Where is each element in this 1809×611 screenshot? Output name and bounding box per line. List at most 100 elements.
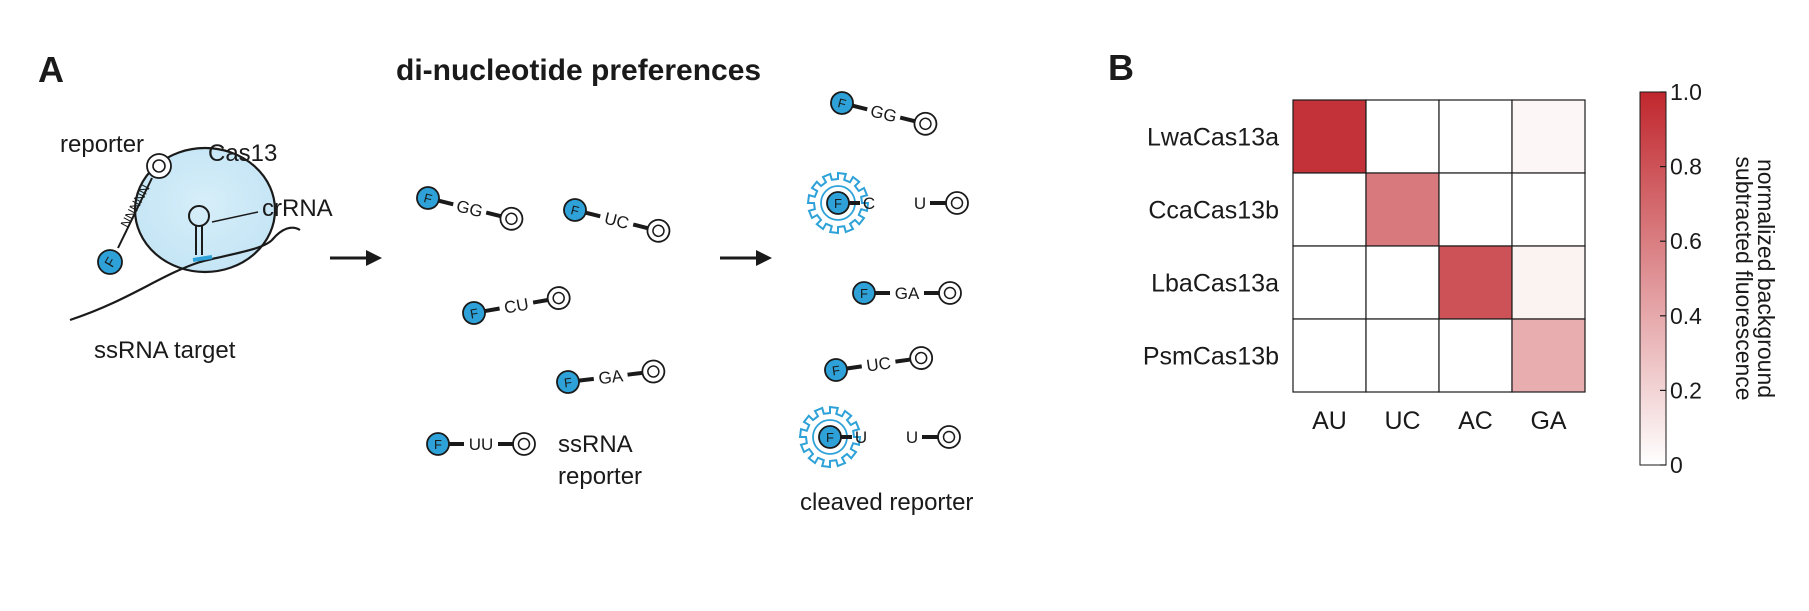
quencher-icon [913,111,938,136]
heatmap-cell [1292,245,1367,320]
heatmap-column-label: GA [1530,407,1566,435]
heatmap-column-label: UC [1384,407,1420,435]
cleaved-fragment-right: U [914,194,926,213]
linker [846,364,863,371]
quencher-icon [937,425,961,449]
reporter-dinucleotide: UU [469,435,494,454]
reporter-dinucleotide: GG [454,196,484,221]
cas13-protein [133,146,277,274]
linker [585,210,601,219]
ssrna-reporter-label-1: ssRNA [558,431,633,458]
heatmap-row-label: LbaCas13a [1151,270,1279,298]
linker [632,222,649,231]
quencher-inner-ring [942,430,956,444]
reporter-backbone [117,177,153,249]
ssrna-target-label: ssRNA target [94,337,236,364]
quencher-inner-ring [517,437,531,451]
colorbar-tick-label: 0.8 [1670,154,1702,180]
quencher-inner-ring [919,117,932,131]
cas13-label: Cas13 [208,140,277,167]
quencher-inner-ring [943,286,957,300]
linker [578,376,595,383]
quencher-icon [945,191,969,215]
linker [485,210,502,219]
quencher-icon [146,153,172,179]
ssrna-reporter-probe: F GA [556,359,666,394]
reporter-dinucleotide: CU [503,295,530,318]
crrna-label: crRNA [262,195,333,222]
heatmap-cell [1438,99,1513,174]
fluorophore-letter: F [826,430,834,445]
heatmap-cell [1438,318,1513,393]
heatmap-column-label: AC [1458,407,1493,435]
colorbar-tick-label: 0.4 [1670,303,1702,329]
fluorophore-letter: F [469,305,479,321]
colorbar-title-line-1: normalized background [1753,159,1779,398]
quencher-icon [938,281,962,305]
quencher-icon [546,286,571,310]
heatmap-row-label: CcaCas13b [1148,197,1279,225]
quencher-inner-ring [950,196,964,210]
colorbar-tick-label: 0.2 [1670,377,1702,403]
quencher-icon [646,218,671,243]
linker [532,298,549,305]
heatmap-row-label: PsmCas13b [1143,343,1279,371]
fluorophore-letter: F [569,202,580,218]
colorbar-tick-label: 1.0 [1670,79,1702,105]
crrna-pointer-line [211,211,259,223]
fluorophore-letter: F [860,286,868,301]
panel-a-label: A [38,49,64,90]
heatmap-cell [1365,99,1440,174]
colorbar-tick-label: 0 [1670,452,1683,478]
reporter-dinucleotide: GG [868,101,898,126]
linker [852,103,868,112]
panel-b-label: B [1108,47,1134,88]
cleaved-fragment-left: U [855,428,867,447]
quencher-icon [512,432,536,456]
heatmap-cell [1365,245,1440,320]
cleaved-fragment-right: U [906,428,918,447]
fluorophore-letter: F [834,196,842,211]
quencher-inner-ring [652,224,665,238]
ssrna-reporter-probe: F CU [462,286,571,325]
intact-reporter-probe: F GG [830,91,938,136]
fluorophore-letter: F [836,95,847,111]
quencher-inner-ring [647,365,660,378]
quencher-icon [641,359,666,384]
heatmap-column-label: AU [1312,407,1347,435]
colorbar-tick-label: 0.6 [1670,228,1702,254]
arrow-1 [330,250,382,266]
crrna-stem [195,226,203,255]
reporter-dinucleotide: GA [597,366,624,388]
heatmap-cell [1365,172,1440,247]
heatmap-cell [1511,172,1586,247]
heatmap-cell [1292,318,1367,393]
heatmap-cell [1511,99,1586,174]
cleaved-fragment-left: C [863,194,875,213]
fluorophore-icon [824,358,848,382]
quencher-inner-ring [552,291,565,305]
heatmap-cell [1292,99,1367,174]
heatmap-cell [1438,245,1513,320]
heatmap-cell [1292,172,1367,247]
fluorophore-icon [416,186,440,210]
heatmap-cell [1365,318,1440,393]
heatmap-row-label: LwaCas13a [1147,124,1279,152]
panel-a-title: di-nucleotide preferences [396,54,761,87]
fluorophore-letter: F [563,375,573,391]
ssrna-reporter-label-2: reporter [558,463,642,490]
reporter-label: reporter [60,131,144,158]
quencher-inner-ring [505,212,518,226]
heatmap-cell [1511,318,1586,393]
